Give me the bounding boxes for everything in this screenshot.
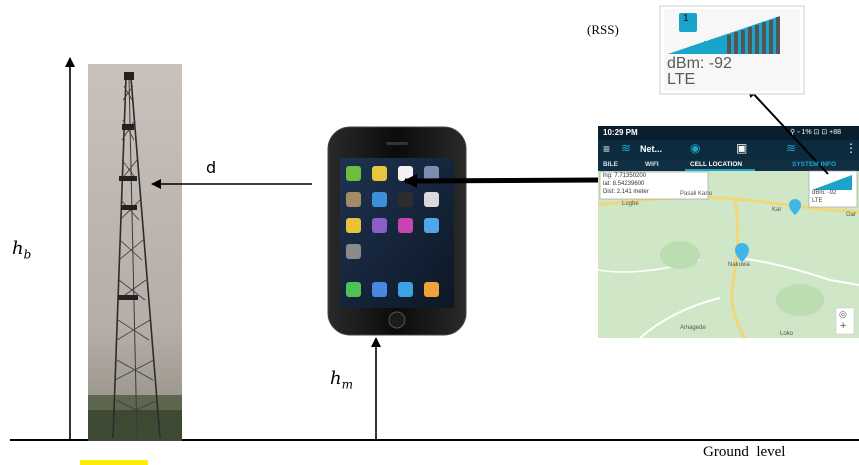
signal-icon[interactable]: ≋ bbox=[786, 141, 797, 155]
tab-cell-location[interactable]: CELL LOCATION bbox=[690, 161, 743, 168]
tab-wifi[interactable]: WIFI bbox=[645, 161, 659, 168]
phone-image bbox=[312, 123, 472, 338]
hb-sub: b bbox=[23, 247, 32, 262]
map-place-gar: Gar bbox=[846, 212, 857, 218]
map-location-icon[interactable]: ◎ bbox=[839, 309, 847, 319]
coord-dist: Dist: 2.141 meter bbox=[603, 189, 649, 195]
map-place-loko: Loko bbox=[780, 331, 794, 337]
wifi-icon: ≋ bbox=[621, 141, 632, 155]
mini-rss-network: LTE bbox=[812, 198, 823, 204]
coord-lng: lng: 7.71350200 bbox=[603, 173, 647, 179]
rss-arrow bbox=[747, 87, 829, 175]
app-status-icons: ⚲ ◦ 1% ⊡ ⊡ +88 bbox=[790, 129, 842, 136]
map-pin-icon bbox=[789, 199, 801, 215]
hm-sub: m bbox=[341, 377, 353, 392]
target-icon[interactable]: ◉ bbox=[690, 141, 701, 155]
ground-level-label: Ground level bbox=[703, 444, 786, 460]
hb-label: hb bbox=[12, 238, 31, 262]
map-place-kar: Kar bbox=[772, 207, 782, 213]
rss-widget bbox=[659, 5, 805, 95]
map-place-nakuwa: Nakuwa bbox=[728, 262, 750, 268]
sim-card-icon bbox=[679, 13, 697, 32]
sim-number: 1 bbox=[683, 13, 689, 24]
map-place-amagede: Amagede bbox=[680, 325, 706, 331]
map-place-lugbe: Lugbe bbox=[622, 201, 639, 207]
app-screenshot bbox=[597, 126, 859, 339]
tower-image bbox=[88, 64, 182, 441]
tab-system-info[interactable]: SYSTEM INFO bbox=[792, 161, 837, 168]
signal-bars-icon bbox=[668, 16, 780, 54]
highlight-mark bbox=[80, 460, 148, 465]
screen-icon[interactable]: ▣ bbox=[736, 141, 748, 155]
tab-bile[interactable]: BILE bbox=[603, 161, 618, 168]
signal-arrow bbox=[403, 173, 601, 188]
hm-label: hm bbox=[330, 368, 353, 392]
mini-rss-reading: dBm: -92 bbox=[812, 190, 837, 196]
rss-label: (RSS) bbox=[587, 22, 619, 37]
hb-base: h bbox=[12, 238, 24, 259]
app-time: 10:29 PM bbox=[603, 128, 638, 137]
app-title: Net... bbox=[640, 144, 663, 154]
map-place-pasali: Pasali Kanu bbox=[680, 191, 713, 197]
menu-icon[interactable]: ≡ bbox=[603, 142, 611, 156]
coord-lat: lat: 8.54239600 bbox=[603, 181, 645, 187]
hm-base: h bbox=[330, 368, 342, 389]
more-icon[interactable]: ⋮ bbox=[845, 141, 857, 155]
map-pin-icon bbox=[735, 243, 749, 262]
distance-label: d bbox=[206, 158, 217, 177]
rss-network: LTE bbox=[667, 71, 696, 88]
zoom-in-icon[interactable]: + bbox=[840, 320, 847, 332]
rss-reading: dBm: -92 bbox=[667, 55, 732, 72]
